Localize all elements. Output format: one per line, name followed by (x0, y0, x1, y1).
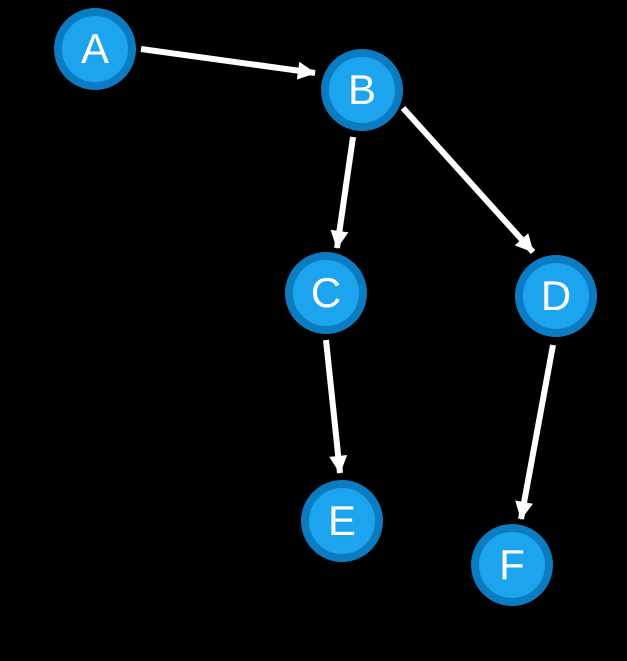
node-label: C (310, 269, 342, 316)
node-F[interactable]: F (471, 524, 553, 606)
node-C[interactable]: C (285, 252, 367, 334)
node-label: B (347, 66, 376, 113)
node-E[interactable]: E (301, 480, 383, 562)
node-label: F (499, 541, 525, 588)
node-label: D (540, 272, 572, 319)
node-label: A (80, 25, 109, 72)
node-D[interactable]: D (515, 255, 597, 337)
node-B[interactable]: B (321, 49, 403, 131)
node-A[interactable]: A (54, 8, 136, 90)
node-label: E (327, 497, 356, 544)
